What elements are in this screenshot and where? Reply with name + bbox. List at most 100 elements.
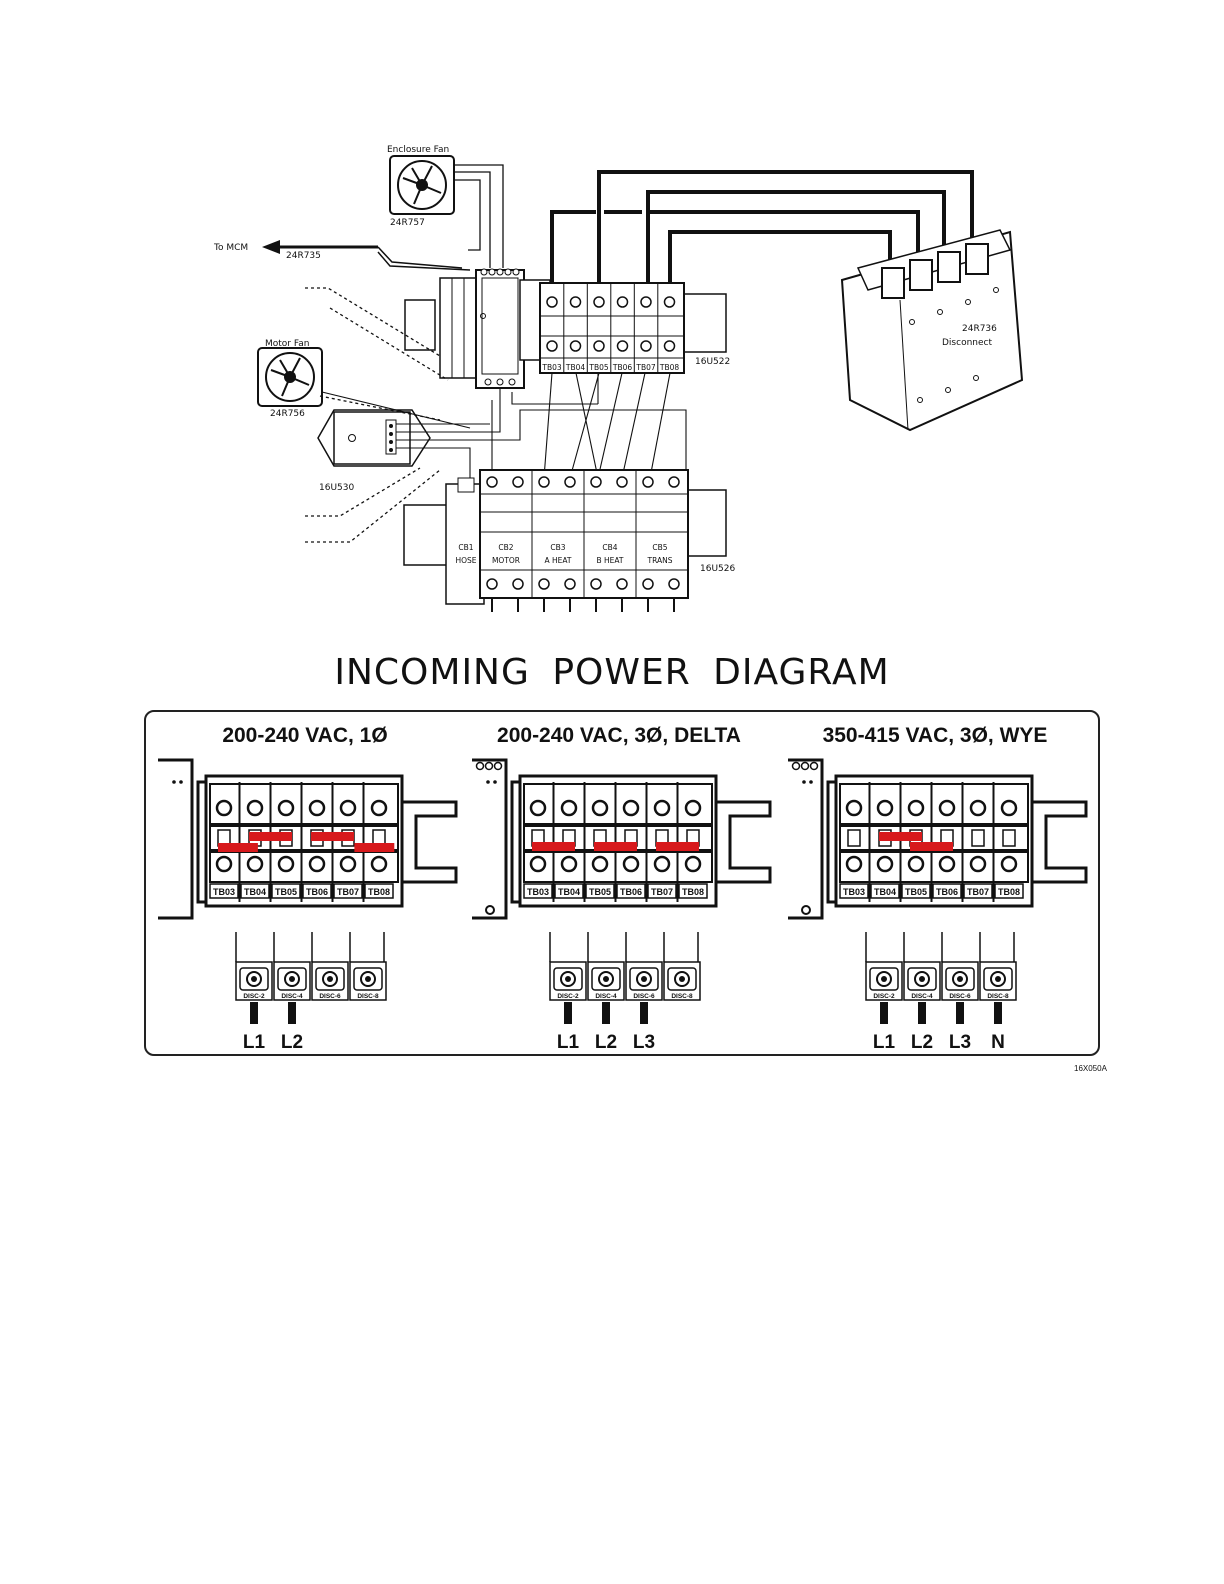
terminal-screw [969,855,987,873]
terminal-screw [640,296,652,308]
breaker-screw [486,476,498,488]
terminal-label: TB08 [659,363,679,372]
disconnect-wires [550,170,974,283]
line-label: L1 [243,1032,266,1053]
terminal-screw [876,799,894,817]
screw-icon [800,761,810,771]
terminal-screw [616,340,629,352]
disc-label: DISC-4 [281,993,303,1000]
terminal-screw [569,296,582,308]
breaker-screw [590,578,602,590]
terminal-label: TB08 [368,887,390,897]
jumper-bar [218,843,258,852]
breaker-screw [642,578,654,590]
screw-icon [475,761,485,771]
line-label: L2 [595,1032,617,1053]
disc-label: DISC-4 [595,993,617,1000]
terminal-screw [591,855,609,873]
breaker-name: TRANS [647,556,673,565]
disconnect-24R736: 24R736 Disconnect [840,229,1024,432]
terminal-screw [876,855,894,873]
config-title: 350-415 VAC, 3Ø, WYE [822,724,1048,747]
terminal-label: TB05 [589,887,611,897]
motor-fan-part: 24R756 [270,409,305,419]
breaker-name: A HEAT [544,556,571,565]
breaker-screw [512,476,524,488]
enclosure-fan: Enclosure Fan 24R757 [387,145,455,228]
terminal-label: TB06 [936,887,958,897]
terminal-label: TB07 [337,887,359,897]
terminal-screw [569,340,582,352]
breaker-id: CB4 [602,543,617,552]
jumper-bar [532,842,575,851]
disc-label: DISC-2 [873,993,895,1000]
terminal-label: TB07 [967,887,989,897]
enclosure-fan-part: 24R757 [390,218,425,228]
breaker-id: CB3 [550,543,565,552]
terminal-screw [339,799,357,817]
power-supply-assembly [404,268,525,389]
terminal-screw [529,855,547,873]
filter-part: 16U530 [319,483,354,493]
breaker-screw [538,578,550,590]
terminal-screw [593,340,605,352]
terminal-screw [845,799,863,817]
terminal-screw [938,855,956,873]
terminal-screw [560,855,578,873]
to-mcm-cable: 24R735 [286,251,321,261]
breaker-id: CB5 [652,543,667,552]
terminal-label: TB08 [998,887,1020,897]
disconnect-part: 24R736 [962,324,997,334]
terminal-screw [339,855,357,873]
terminal-screw [622,799,640,817]
terminal-screw [560,799,578,817]
screw-icon [791,761,801,771]
terminal-screw [845,855,863,873]
screw-icon [801,905,811,915]
motor-fan: Motor Fan 24R756 [257,339,323,419]
terminal-screw [653,855,671,873]
config-title: 200-240 VAC, 3Ø, DELTA [497,724,741,747]
line-label: L2 [911,1032,933,1053]
terminal-screw [684,855,702,873]
terminal-label: TB03 [541,363,561,372]
terminal-label: TB08 [682,887,704,897]
terminal-label: TB04 [558,887,580,897]
terminal-screw [277,855,295,873]
screw-icon [485,905,495,915]
disc-label: DISC-8 [671,993,693,1000]
terminal-screw [215,799,233,817]
terminal-label: TB05 [588,363,608,372]
terminal-screw [529,799,547,817]
jumper-bar [656,842,699,851]
terminal-screw [907,855,925,873]
disc-label: DISC-4 [911,993,933,1000]
breaker-screw [564,578,576,590]
breaker-id: CB2 [498,543,513,552]
motor-fan-label: Motor Fan [265,339,309,349]
terminal-screw [1000,799,1018,817]
terminal-screw [684,799,702,817]
breaker-screw [668,476,680,488]
terminal-screw [591,799,609,817]
disc-label: DISC-6 [949,993,971,1000]
terminal-label: TB03 [843,887,865,897]
disc-label: DISC-8 [987,993,1009,1000]
terminal-screw [616,296,629,308]
terminal-screw [308,855,326,873]
enclosure-fan-label: Enclosure Fan [387,145,449,155]
terminal-screw [370,799,388,817]
terminal-screw [215,855,233,873]
terminal-screw [308,799,326,817]
terminal-label: TB03 [213,887,235,897]
disc-label: DISC-8 [357,993,379,1000]
terminal-screw [546,340,558,352]
